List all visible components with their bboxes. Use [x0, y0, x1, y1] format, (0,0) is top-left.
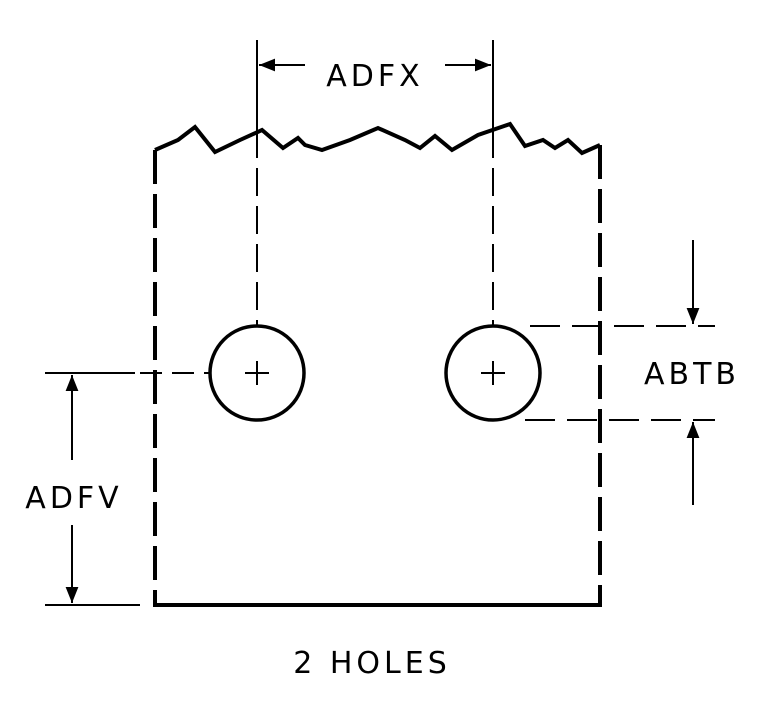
dimension-label-adfv: ADFV [25, 481, 122, 516]
dimension-label-abtb: ABTB [644, 357, 740, 392]
hole-right [444, 324, 542, 422]
hole-center-mark [245, 361, 505, 385]
break-line [154, 121, 601, 156]
dimension-label-adfx: ADFX [326, 59, 423, 94]
note-label: 2 HOLES [293, 646, 451, 681]
